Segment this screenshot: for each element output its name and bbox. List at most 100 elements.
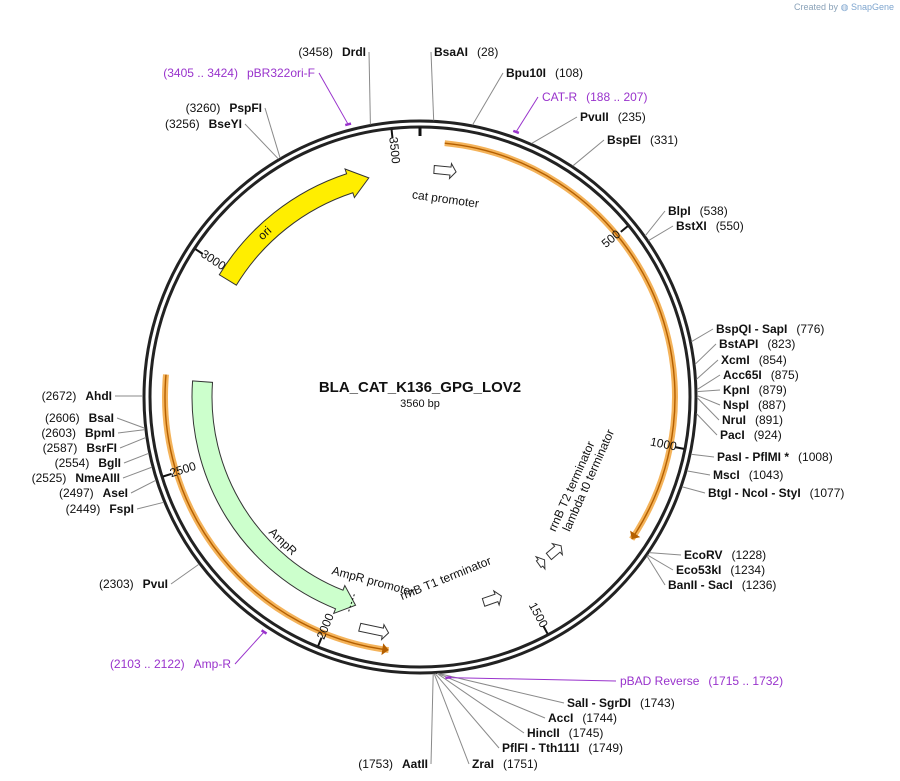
enzyme-leaders: [114, 51, 721, 765]
feature-cat-promoter-label: cat promoter: [411, 187, 480, 210]
feature-ampr-arrow: [191, 380, 357, 615]
enzyme-position: (2606): [45, 411, 80, 425]
enzyme-position: (3458): [298, 45, 333, 59]
primer-mark-3: [344, 122, 352, 127]
enzyme-name: BstAPI: [719, 337, 758, 351]
enzyme-position: (1043): [749, 468, 784, 482]
enzyme-position: (3256): [165, 117, 200, 131]
primer-label-1: pBAD Reverse (1715 .. 1732): [620, 674, 783, 688]
enzyme-position: (1234): [730, 563, 765, 577]
enzyme-position: (887): [758, 398, 786, 412]
snapgene-credit: Created by ◍ SnapGene: [794, 2, 894, 13]
enzyme-position: (550): [716, 219, 744, 233]
enzyme-leader-20: [437, 672, 565, 704]
enzyme-leader-22: [436, 673, 525, 734]
highlight-line-1: [164, 374, 389, 651]
enzyme-name: BtgI - NcoI - StyI: [708, 486, 801, 500]
enzyme-position: (854): [759, 353, 787, 367]
primer-mark-2: [260, 629, 268, 635]
enzyme-label-34: (2672)AhdI: [42, 389, 112, 403]
enzyme-name: PacI: [720, 428, 745, 442]
tick-label-3500: 3500: [386, 136, 403, 164]
enzyme-position: (2554): [55, 456, 90, 470]
enzyme-label-33: (2606) BsaI: [45, 411, 114, 425]
primer-label-0: CAT-R(188 .. 207): [542, 90, 647, 104]
tick-mark-3500: [390, 129, 394, 139]
enzyme-name: BglI: [98, 456, 121, 470]
enzyme-position: (891): [755, 413, 783, 427]
enzyme-leader-0: [430, 51, 435, 121]
enzyme-name: Eco53kI: [676, 563, 721, 577]
ampr-start-marker: [347, 594, 355, 614]
enzyme-position: (823): [767, 337, 795, 351]
enzyme-label-29: (2525)NmeAIII: [32, 471, 120, 485]
enzyme-leader-16: [681, 486, 706, 494]
primer-range: (188 .. 207): [586, 90, 647, 104]
highlight-band-0: [444, 140, 678, 541]
enzyme-label-13: PacI(924): [720, 428, 782, 442]
primer-leader-1: [448, 677, 617, 682]
enzyme-name: PflFI - Tth111I: [502, 741, 579, 755]
enzyme-name: HincII: [527, 726, 560, 740]
enzyme-label-0: BsaAI(28): [434, 45, 498, 59]
tick-label-1000: 1000: [649, 435, 678, 454]
enzyme-label-35: (3256)BseYI: [165, 117, 242, 131]
enzyme-name: AseI: [103, 486, 128, 500]
enzyme-label-6: BspQI - SapI(776): [716, 322, 824, 336]
enzyme-label-19: BanII - SacI(1236): [668, 578, 776, 592]
enzyme-name: BspEI: [607, 133, 641, 147]
enzyme-label-9: Acc65I(875): [723, 368, 799, 382]
enzyme-name: NruI: [722, 413, 746, 427]
enzyme-leader-32: [117, 429, 145, 434]
enzyme-leader-23: [434, 673, 500, 749]
enzyme-position: (331): [650, 133, 678, 147]
enzyme-name: Acc65I: [723, 368, 762, 382]
enzyme-leader-2: [531, 116, 578, 144]
feature-rrnb-t1-arrow: [481, 589, 502, 607]
primer-name: pBAD Reverse: [620, 674, 700, 688]
enzyme-leader-14: [690, 453, 715, 458]
enzyme-name: AccI: [548, 711, 573, 725]
primers: CAT-R(188 .. 207) pBAD Reverse (1715 .. 17…: [110, 66, 783, 688]
feature-cat-promoter-arrow: [433, 162, 457, 180]
enzyme-label-20: SalI - SgrDI(1743): [567, 696, 675, 710]
enzyme-label-14: PasI - PflMI *(1008): [717, 450, 833, 464]
enzyme-leader-1: [472, 72, 504, 126]
enzyme-position: (1236): [742, 578, 777, 592]
enzyme-leader-26: [170, 563, 200, 585]
enzyme-labels: BsaAI(28)Bpu10I(108)PvuII(235)BspEI(331)…: [32, 45, 845, 771]
feature-ori-arrow: [218, 168, 370, 286]
tick-mark-2000: [317, 637, 323, 647]
enzyme-position: (2525): [32, 471, 67, 485]
enzyme-position: (28): [477, 45, 498, 59]
primer-leader-2: [234, 631, 265, 665]
enzyme-label-32: (2603)BpmI: [41, 426, 115, 440]
enzyme-name: DrdI: [342, 45, 366, 59]
enzyme-label-37: (3458) DrdI: [298, 45, 366, 59]
enzyme-position: (1077): [810, 486, 845, 500]
enzyme-name: Bpu10I: [506, 66, 546, 80]
enzyme-position: (1743): [640, 696, 675, 710]
enzyme-leader-21: [437, 672, 546, 719]
primer-range: (1715 .. 1732): [708, 674, 783, 688]
enzyme-label-11: NspI(887): [723, 398, 786, 412]
enzyme-name: PvuII: [580, 110, 609, 124]
enzyme-leader-37: [368, 51, 371, 125]
enzyme-leader-29: [122, 466, 153, 479]
enzyme-name: BsaI: [89, 411, 114, 425]
tick-mark-1000: [674, 446, 685, 450]
enzyme-label-22: HincII (1745): [527, 726, 603, 740]
enzyme-position: (1745): [569, 726, 604, 740]
primer-range: (3405 .. 3424): [163, 66, 238, 80]
feature-highlights: [162, 140, 678, 656]
enzyme-label-25: (1753)AatII: [358, 757, 428, 771]
enzyme-leader-24: [433, 673, 470, 765]
tick-mark-3000: [194, 248, 204, 255]
enzyme-label-24: ZraI(1751): [472, 757, 538, 771]
enzyme-label-16: BtgI - NcoI - StyI (1077): [708, 486, 844, 500]
enzyme-position: (1744): [582, 711, 617, 725]
primer-label-2: (2103 .. 2122)Amp-R: [110, 657, 231, 671]
credit-brand: SnapGene: [850, 2, 894, 12]
enzyme-position: (2497): [59, 486, 94, 500]
